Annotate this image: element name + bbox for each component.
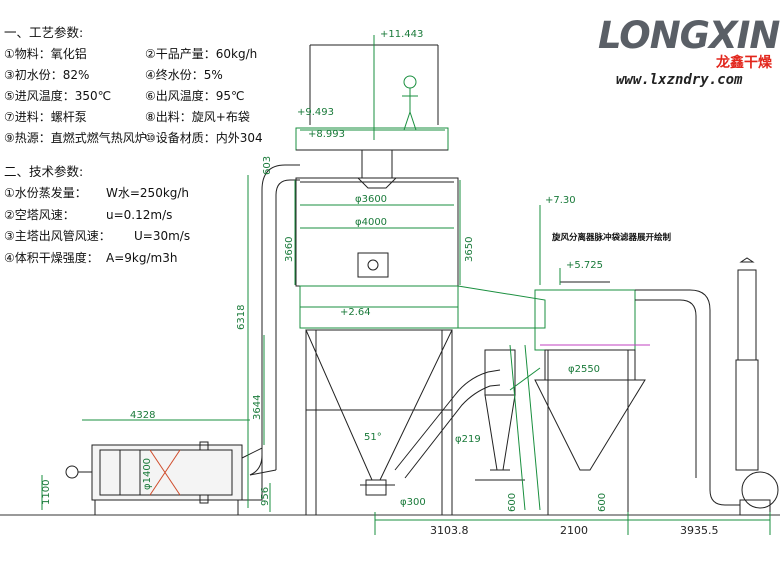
dim-duct-bend: 603 xyxy=(262,156,273,175)
dim-pipe: φ219 xyxy=(455,434,481,445)
dim-span2: 2100 xyxy=(560,524,588,537)
dim-elev-platform: +9.493 xyxy=(297,107,334,118)
tech-row-3: ③主塔出风管风速： U=30m/s xyxy=(4,226,294,248)
process-item: ①物料：氧化铝 xyxy=(4,47,87,61)
tech-key: ②空塔风速： xyxy=(4,207,75,222)
dim-elev-cyclone-top: +7.30 xyxy=(545,195,576,206)
process-row-3: ⑤进风温度：350℃ ⑥出风温度：95℃ xyxy=(4,86,294,107)
dim-heater-height: 1100 xyxy=(41,480,52,505)
process-item: ⑩设备材质：内外304 xyxy=(145,131,263,145)
process-item: ⑦进料：螺杆泵 xyxy=(4,110,87,124)
tech-value: A=9kg/m3h xyxy=(106,250,178,265)
exhaust-stack xyxy=(735,257,779,516)
tech-key: ①水份蒸发量： xyxy=(4,186,87,200)
dim-cone-angle: 51° xyxy=(364,432,382,443)
process-row-4: ⑦进料：螺杆泵 ⑧出料：旋风+布袋 xyxy=(4,107,294,128)
tech-value: U=30m/s xyxy=(134,229,191,243)
hot-air-furnace xyxy=(65,441,263,515)
dim-span3: 3935.5 xyxy=(680,524,719,537)
dim-heater-diameter: φ1400 xyxy=(142,458,153,490)
logo-url: www.lxzndry.com xyxy=(616,72,743,88)
process-item: ②干品产量：60kg/h xyxy=(145,47,258,61)
process-item: ④终水份：5% xyxy=(145,68,223,82)
tech-row-4: ④体积干燥强度： A=9kg/m3h xyxy=(4,248,294,270)
dim-heater-width: 4328 xyxy=(130,410,155,421)
process-item: ⑨热源：直燃式燃气热风炉 xyxy=(4,131,147,145)
drying-tower xyxy=(295,44,546,515)
dim-elev-floor: +2.64 xyxy=(340,307,371,318)
bag-filter xyxy=(534,281,740,515)
dim-cone-height: 3644 xyxy=(252,395,263,420)
dim-elev-platform2: +8.993 xyxy=(308,129,345,140)
dim-tower-height-right: 3650 xyxy=(464,237,475,262)
process-row-1: ①物料：氧化铝 ②干品产量：60kg/h xyxy=(4,44,294,65)
process-params-heading: 一、工艺参数: xyxy=(4,25,84,40)
tech-params-heading: 二、技术参数: xyxy=(4,164,84,179)
dim-outlet: φ300 xyxy=(400,497,426,508)
dim-base-height: 956 xyxy=(260,487,271,506)
company-logo: LONGXIN 龙鑫干燥 www.lxzndry.com xyxy=(596,8,780,98)
dim-total-height: 6318 xyxy=(236,305,247,330)
cyclone xyxy=(475,349,541,481)
tech-key: ④体积干燥强度： xyxy=(4,250,99,265)
process-parameters: 一、工艺参数: ①物料：氧化铝 ②干品产量：60kg/h ③初水份：82% ④终水份… xyxy=(4,22,294,269)
dim-bag: φ2550 xyxy=(568,364,600,375)
inlet-duct xyxy=(249,164,300,476)
process-row-2: ③初水份：82% ④终水份：5% xyxy=(4,65,294,86)
bag-filter-note: 旋风分离器脉冲袋滤器展开绘制 xyxy=(551,232,672,243)
process-item: ③初水份：82% xyxy=(4,68,90,82)
tech-value: u=0.12m/s xyxy=(106,207,173,222)
dim-600a: 600 xyxy=(507,493,518,512)
dim-tower-height: 3660 xyxy=(284,237,295,262)
tech-row-1: ①水份蒸发量： W水=250kg/h xyxy=(4,183,294,205)
dim-600b: 600 xyxy=(597,493,608,512)
tech-row-2: ②空塔风速： u=0.12m/s xyxy=(4,205,294,227)
dim-tower-inner: φ3600 xyxy=(355,194,387,205)
tech-key: ③主塔出风管风速： xyxy=(4,229,111,243)
dim-tower-outer: φ4000 xyxy=(355,217,387,228)
process-item: ⑥出风温度：95℃ xyxy=(145,89,245,103)
dim-span1: 3103.8 xyxy=(430,524,469,537)
dim-elev-top: +11.443 xyxy=(380,29,423,40)
process-item: ⑧出料：旋风+布袋 xyxy=(145,110,250,124)
stairs xyxy=(509,344,541,511)
operator-figure xyxy=(402,75,418,131)
process-item: ⑤进风温度：350℃ xyxy=(4,89,112,103)
logo-wordmark: LONGXIN xyxy=(598,14,780,57)
logo-chinese: 龙鑫干燥 xyxy=(716,55,772,71)
tech-value: W水=250kg/h xyxy=(106,186,190,200)
dim-elev-cyclone-mid: +5.725 xyxy=(566,260,603,271)
